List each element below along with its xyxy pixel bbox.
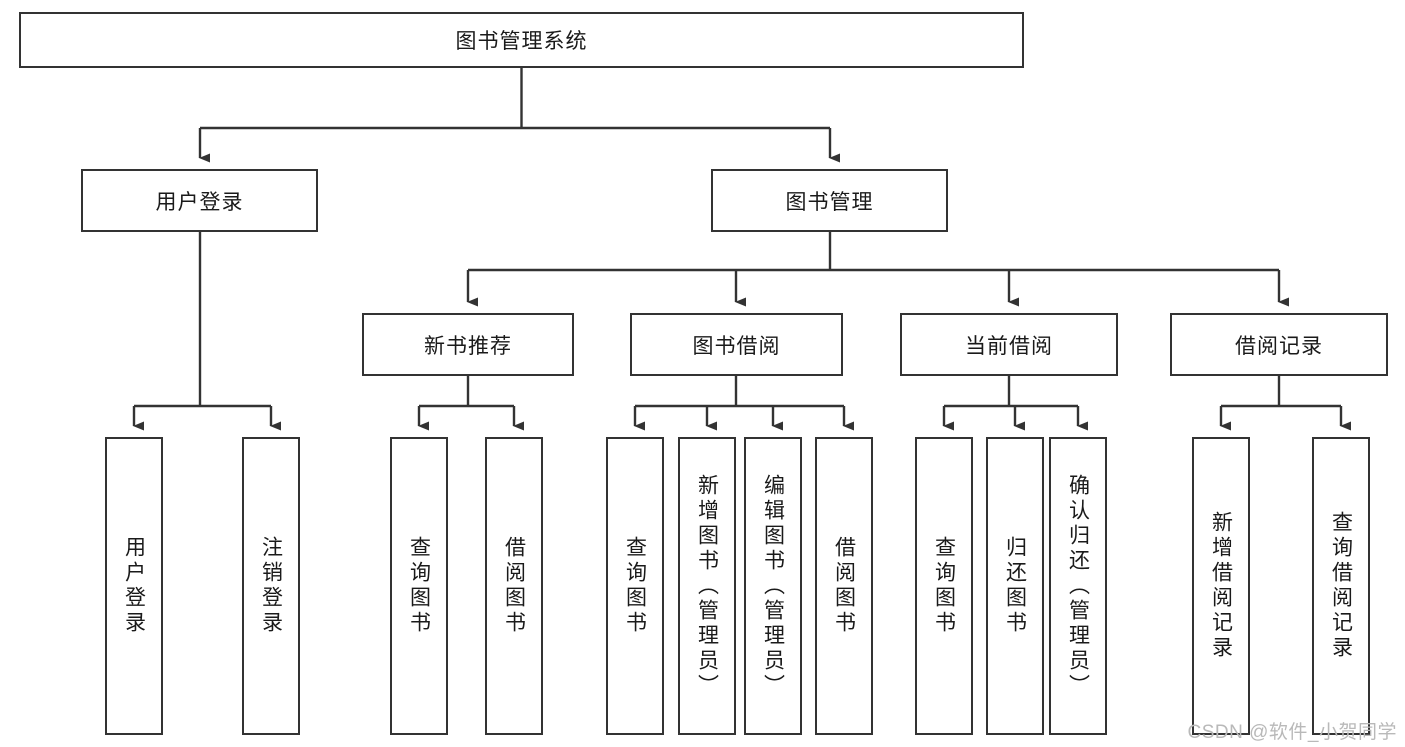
node-leaf-return-book[interactable]: 归还图书 xyxy=(986,437,1044,735)
node-leaf-query-book-borrow[interactable]: 查询图书 xyxy=(606,437,664,735)
node-leaf-query-book-rec[interactable]: 查询图书 xyxy=(390,437,448,735)
node-book-manage[interactable]: 图书管理 xyxy=(711,169,948,232)
node-leaf-add-borrow-record[interactable]: 新增借阅记录 xyxy=(1192,437,1250,735)
leaf-label: 注销登录 xyxy=(259,536,283,636)
node-leaf-edit-book-admin[interactable]: 编辑图书（管理员） xyxy=(744,437,802,735)
node-leaf-borrow-book-rec[interactable]: 借阅图书 xyxy=(485,437,543,735)
leaf-label: 确认归还（管理员） xyxy=(1066,473,1090,699)
leaf-label: 归还图书 xyxy=(1003,536,1027,636)
node-leaf-add-book-admin[interactable]: 新增图书（管理员） xyxy=(678,437,736,735)
node-root[interactable]: 图书管理系统 xyxy=(19,12,1024,68)
leaf-label: 查询图书 xyxy=(623,536,647,636)
node-user-login[interactable]: 用户登录 xyxy=(81,169,318,232)
node-leaf-confirm-return-admin[interactable]: 确认归还（管理员） xyxy=(1049,437,1107,735)
leaf-label: 查询图书 xyxy=(932,536,956,636)
node-leaf-user-login[interactable]: 用户登录 xyxy=(105,437,163,735)
node-leaf-borrow-book[interactable]: 借阅图书 xyxy=(815,437,873,735)
node-book-borrow[interactable]: 图书借阅 xyxy=(630,313,843,376)
leaf-label: 用户登录 xyxy=(122,536,146,636)
leaf-label: 编辑图书（管理员） xyxy=(761,473,785,699)
leaf-label: 新增借阅记录 xyxy=(1209,511,1233,661)
node-leaf-user-logout[interactable]: 注销登录 xyxy=(242,437,300,735)
leaf-label: 借阅图书 xyxy=(832,536,856,636)
node-borrow-record[interactable]: 借阅记录 xyxy=(1170,313,1388,376)
leaf-label: 借阅图书 xyxy=(502,536,526,636)
node-new-book-recommend[interactable]: 新书推荐 xyxy=(362,313,574,376)
leaf-label: 查询图书 xyxy=(407,536,431,636)
node-leaf-query-borrow-record[interactable]: 查询借阅记录 xyxy=(1312,437,1370,735)
leaf-label: 新增图书（管理员） xyxy=(695,473,719,699)
leaf-label: 查询借阅记录 xyxy=(1329,511,1353,661)
node-leaf-query-book-cur[interactable]: 查询图书 xyxy=(915,437,973,735)
watermark: CSDN @软件_小贺同学 xyxy=(1187,722,1397,743)
node-current-borrow[interactable]: 当前借阅 xyxy=(900,313,1118,376)
